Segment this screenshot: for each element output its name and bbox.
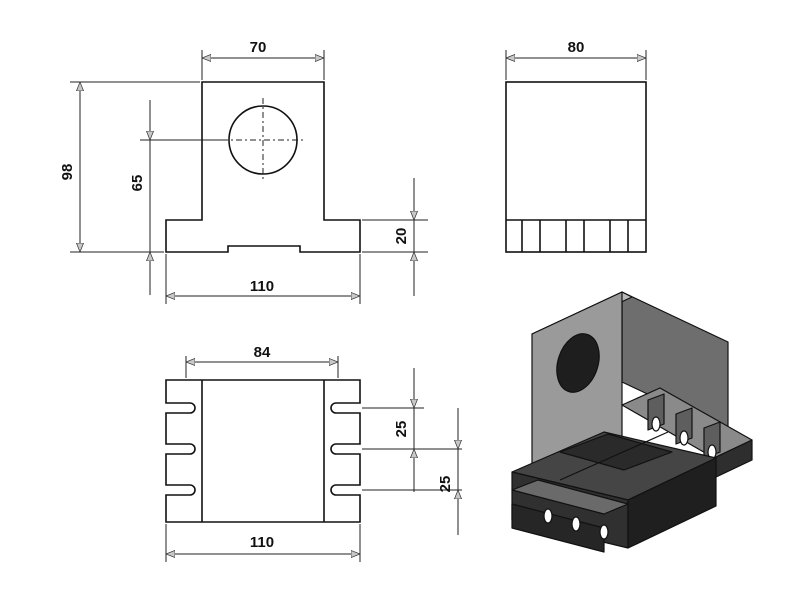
slot-end xyxy=(571,516,581,532)
slot-end xyxy=(599,524,609,540)
dim-label-inner-width: 84 xyxy=(254,344,271,361)
top-view-outline xyxy=(165,379,361,523)
base-groove xyxy=(559,433,673,471)
left-flange-top xyxy=(511,479,629,515)
side-view-outline xyxy=(505,81,647,253)
front-view-outline xyxy=(165,81,361,253)
dim-label-base-width: 110 xyxy=(250,278,274,295)
isometric-view xyxy=(511,291,753,553)
dim-label-side-width: 80 xyxy=(568,39,585,56)
dim-label-hole-height: 65 xyxy=(129,175,146,192)
base-groove-line xyxy=(559,431,669,481)
dim-label-top-width: 70 xyxy=(250,39,267,56)
slot-end xyxy=(679,430,689,446)
dim-label-total-width: 110 xyxy=(250,534,274,551)
front-view: 70 98 65 20 110 xyxy=(59,39,428,304)
dim-label-base-height: 20 xyxy=(393,228,410,245)
iso-bore-hole xyxy=(556,333,600,393)
slot-end xyxy=(543,508,553,524)
base-side-face xyxy=(627,457,717,549)
dim-label-slot-pitch-2: 25 xyxy=(437,476,454,493)
side-view: 80 xyxy=(505,39,647,253)
top-view: 84 25 25 110 xyxy=(165,344,462,562)
dim-label-slot-pitch-1: 25 xyxy=(393,421,410,438)
dim-label-total-height: 98 xyxy=(59,164,76,181)
slot-end xyxy=(651,416,661,432)
